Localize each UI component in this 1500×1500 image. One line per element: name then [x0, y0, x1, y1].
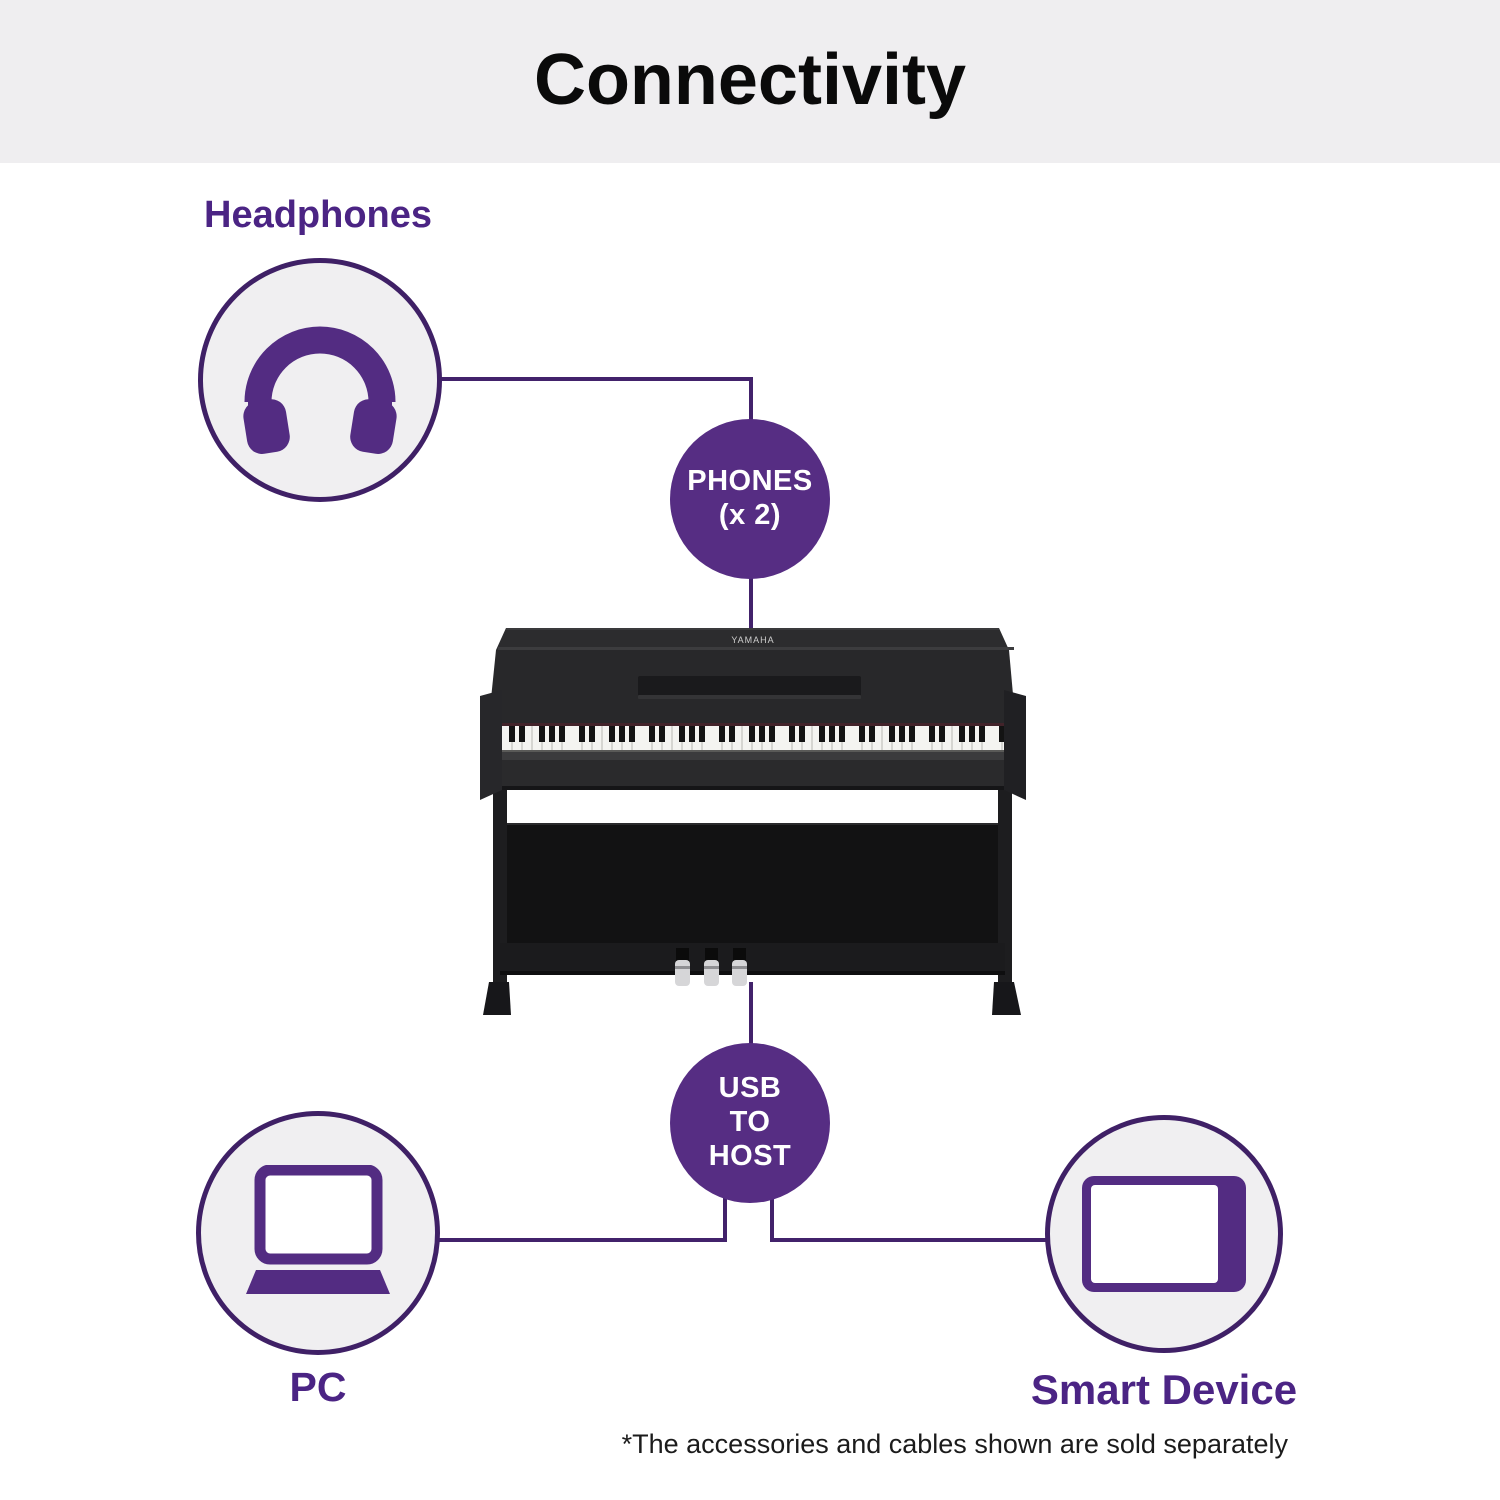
phones-port-label-line2: (x 2) [718, 499, 782, 531]
tablet-icon [1082, 1176, 1246, 1292]
headphones-node [198, 258, 442, 502]
yamaha-logo: YAMAHA [731, 635, 774, 645]
connector-usb-right-vertical [770, 1190, 774, 1242]
piano-left-foot [483, 982, 511, 1015]
usb-port-badge: USB TO HOST [670, 1043, 830, 1203]
smart-device-node [1045, 1115, 1283, 1353]
piano-key-felt [502, 723, 1008, 726]
headphones-label: Headphones [204, 194, 433, 236]
piano-music-ledge [638, 676, 861, 698]
piano-right-foot [992, 982, 1021, 1015]
pc-label: PC [289, 1364, 347, 1410]
piano-pedal-rail [500, 943, 1005, 975]
usb-port-label-line2: TO [729, 1106, 771, 1139]
piano-top-lid [496, 628, 1009, 650]
piano-right-cheek [1004, 690, 1026, 800]
piano-image: YAMAHA [480, 628, 1026, 1015]
page-title: Connectivity [533, 40, 967, 120]
piano-right-leg [998, 790, 1012, 1015]
connector-usb-to-smartdevice-horizontal [770, 1238, 1050, 1242]
piano-keyboard [502, 726, 1008, 752]
connector-phones-to-piano [749, 573, 753, 630]
usb-port-label-line1: USB [718, 1072, 782, 1105]
piano-left-leg [493, 790, 507, 1015]
footnote: *The accessories and cables shown are so… [621, 1429, 1288, 1459]
connector-piano-to-usb [749, 982, 753, 1046]
connector-headphones-vertical [749, 377, 753, 425]
phones-port-label-line1: PHONES [687, 465, 813, 498]
connector-headphones-horizontal [438, 377, 753, 381]
smart-device-label: Smart Device [1030, 1366, 1298, 1413]
piano-pedals [675, 948, 747, 986]
laptop-icon [246, 1165, 390, 1294]
headphones-icon [243, 326, 397, 454]
header-band: Connectivity [0, 0, 1500, 163]
usb-port-label-line3: HOST [708, 1139, 792, 1172]
connector-usb-left-vertical [723, 1190, 727, 1242]
connector-usb-to-pc-horizontal [434, 1238, 727, 1242]
phones-port-badge: PHONES (x 2) [670, 419, 830, 579]
piano-left-cheek [480, 690, 502, 800]
pc-node [196, 1111, 440, 1355]
piano-back-panel [507, 823, 998, 943]
